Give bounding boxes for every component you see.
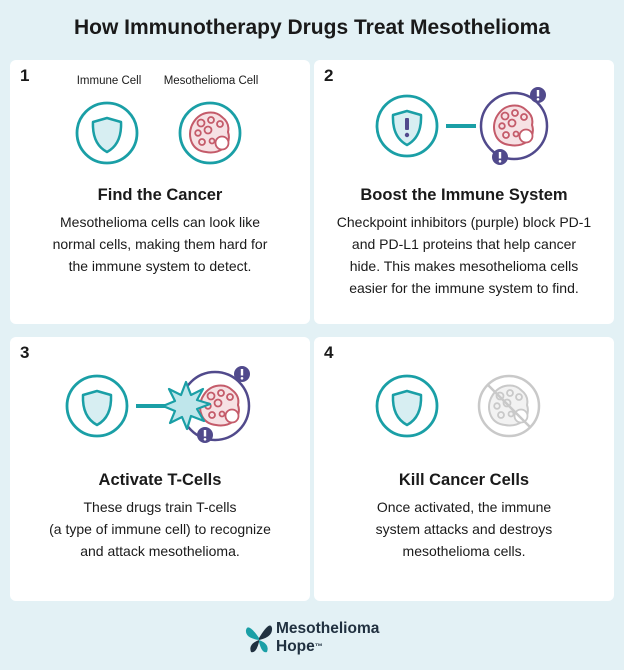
page-title: How Immunotherapy Drugs Treat Mesothelio… (73, 16, 551, 39)
step-number: 2 (324, 66, 334, 85)
immune-cell-icon (65, 374, 129, 438)
description-line: mesothelioma cells. (402, 543, 526, 559)
mesothelioma-cell-label: Mesothelioma Cell (163, 75, 259, 87)
shield-icon (81, 389, 113, 427)
description-line: Once activated, the immune (376, 499, 552, 515)
step-2-illustration (375, 87, 549, 165)
destroyed-cell-icon (477, 374, 541, 438)
exclamation-icon (404, 118, 410, 138)
description-line: (a type of immune cell) to recognize (49, 521, 271, 537)
step-heading: Boost the Immune System (360, 186, 568, 204)
shield-icon (391, 389, 423, 427)
step-description: Checkpoint inhibitors (purple) block PD-… (322, 211, 606, 299)
step-description: These drugs train T-cells (a type of imm… (18, 496, 302, 562)
immune-cell-label: Immune Cell (76, 75, 142, 87)
step-heading: Activate T-Cells (98, 471, 222, 489)
step-heading: Find the Cancer (97, 186, 223, 204)
description-line: Mesothelioma cells can look like (60, 214, 260, 230)
step-number: 1 (20, 66, 30, 85)
step-1-illustration (75, 101, 242, 165)
mesothelioma-cell-icon (479, 87, 549, 165)
step-description: Once activated, the immune system attack… (322, 496, 606, 562)
trademark-mark: ™ (314, 642, 323, 651)
mesothelioma-cell-icon (179, 370, 251, 442)
step-heading: Kill Cancer Cells (398, 471, 530, 489)
step-3-illustration (65, 366, 251, 443)
step-card-find-cancer: 1 Immune Cell Mesothelioma Cell Find the… (10, 60, 310, 324)
cancer-cell-icon (189, 111, 230, 154)
immune-cell-icon (375, 374, 439, 438)
exclamation-icon (492, 149, 508, 165)
brand-name: Mesothelioma Hope™ (276, 620, 379, 656)
brand-line-2: Hope™ (276, 638, 379, 656)
description-line: normal cells, making them hard for (52, 236, 268, 252)
step-card-kill-cancer: 4 Kill Cancer Cells Once a (314, 337, 614, 601)
brand-line-1: Mesothelioma (276, 620, 380, 637)
shield-icon (91, 116, 123, 154)
step-card-boost-immune: 2 (314, 60, 614, 324)
cancer-cell-icon (493, 104, 534, 147)
prohibited-icon (487, 384, 531, 428)
description-line: Checkpoint inhibitors (purple) block PD-… (336, 214, 592, 230)
description-line: easier for the immune system to find. (349, 280, 579, 296)
step-card-activate-tcells: 3 Activate T-Cells (10, 337, 310, 601)
step-4-illustration (375, 374, 541, 438)
step-number: 4 (324, 343, 334, 362)
description-line: and PD-L1 proteins that help cancer (351, 236, 577, 252)
description-line: and attack mesothelioma. (80, 543, 240, 559)
step-description: Mesothelioma cells can look like normal … (18, 211, 302, 277)
description-line: the immune system to detect. (68, 258, 252, 274)
description-line: hide. This makes mesothelioma cells (349, 258, 579, 274)
immune-cell-icon (375, 94, 439, 158)
cancer-cell-icon (199, 384, 240, 427)
butterfly-logo-icon (245, 625, 273, 653)
description-line: system attacks and destroys (375, 521, 553, 537)
footer-logo: Mesothelioma Hope™ (0, 620, 624, 660)
mesothelioma-cell-icon (178, 101, 242, 165)
description-line: These drugs train T-cells (83, 499, 237, 515)
exclamation-icon (197, 427, 213, 443)
step-number: 3 (20, 343, 30, 362)
exclamation-icon (530, 87, 546, 103)
exclamation-icon (234, 366, 250, 382)
immune-cell-icon (75, 101, 139, 165)
impact-burst-icon (161, 380, 212, 431)
brand-hope: Hope (276, 638, 315, 655)
